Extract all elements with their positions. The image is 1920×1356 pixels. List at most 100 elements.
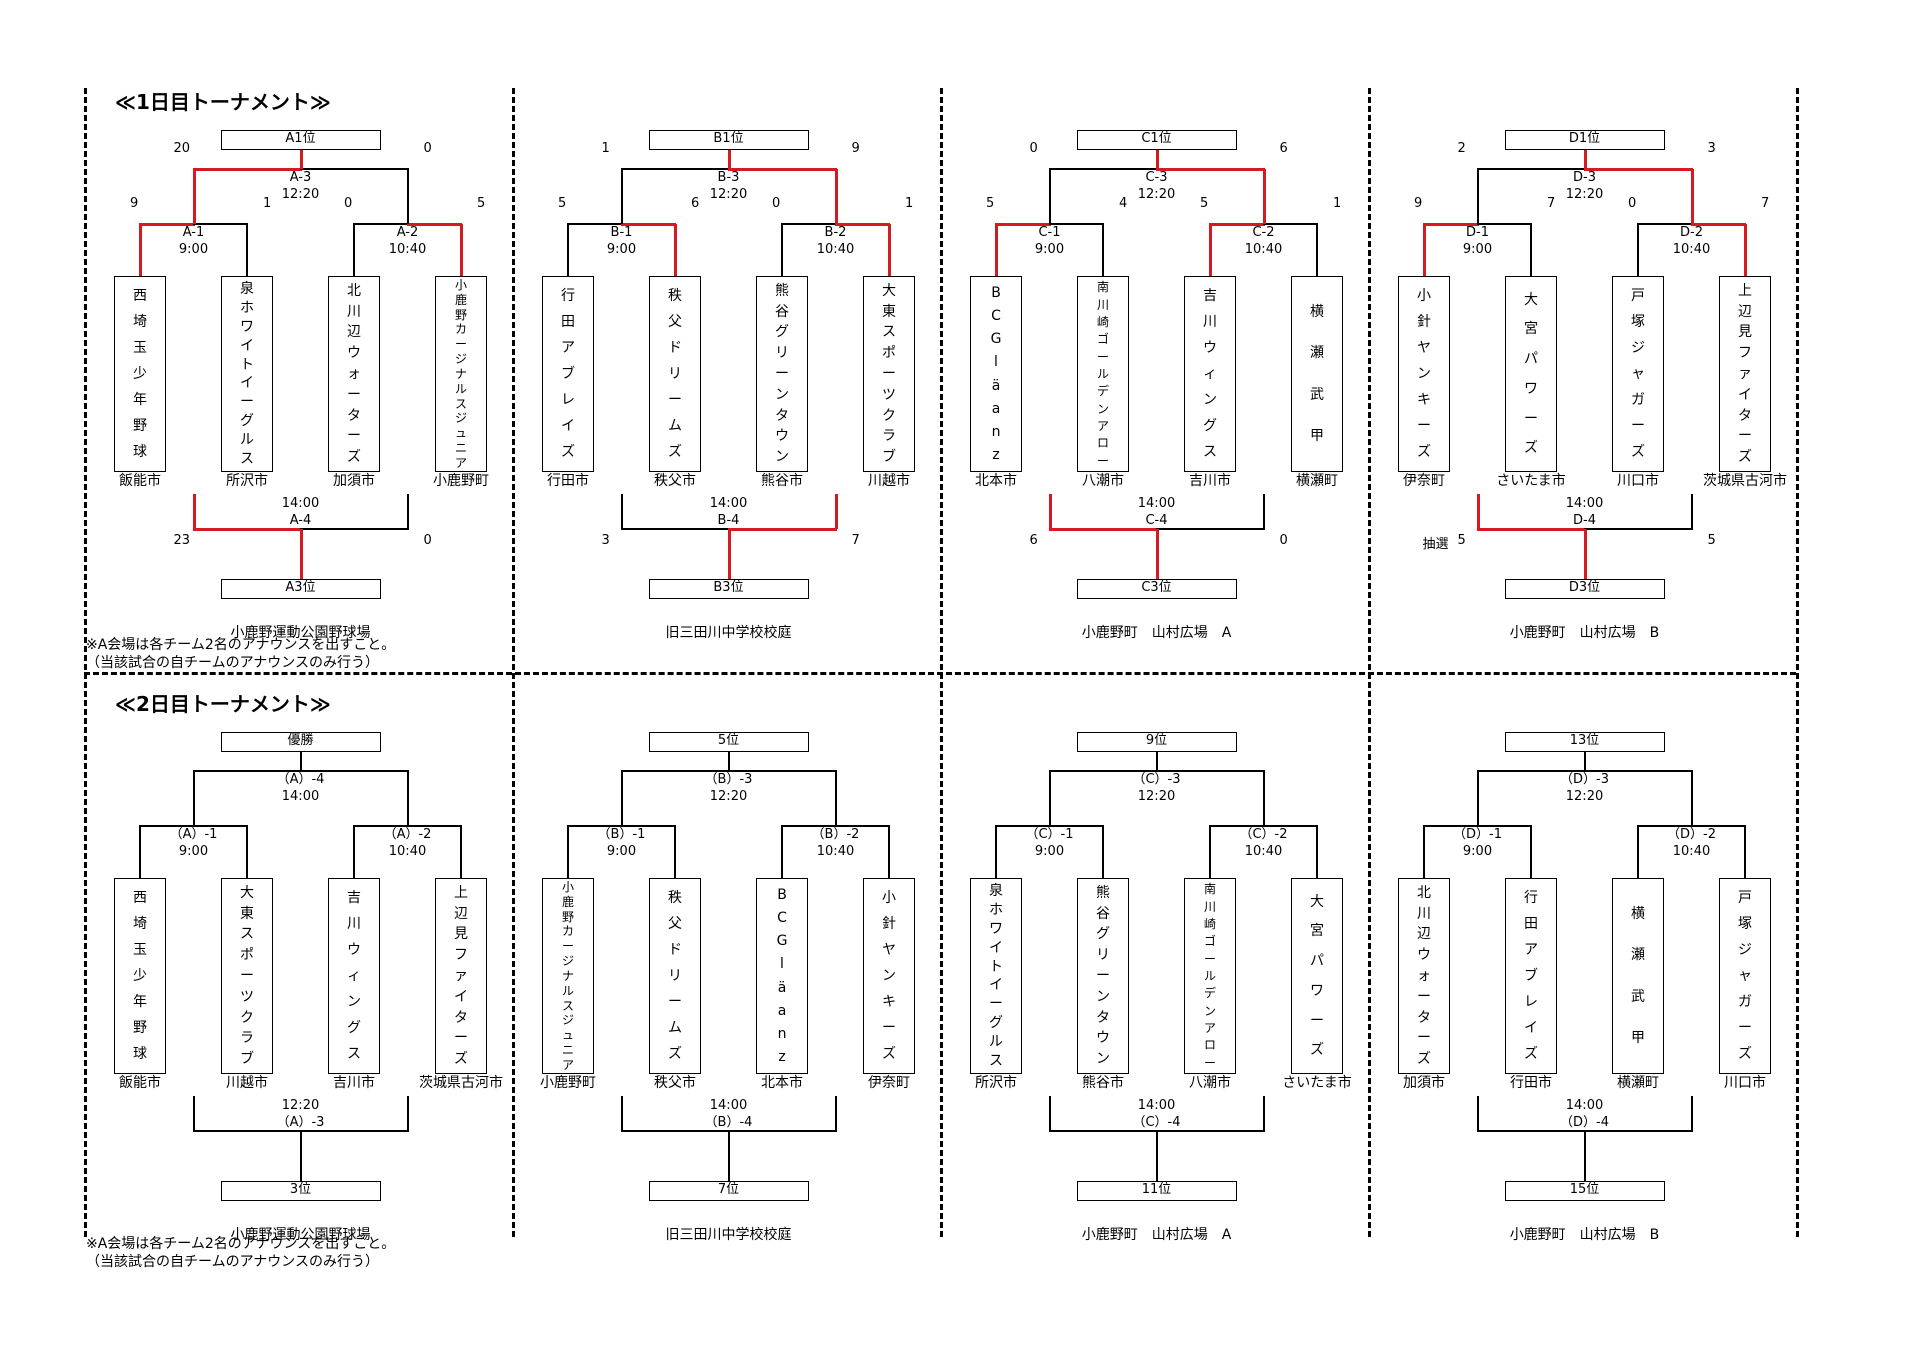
bracket-line <box>406 1096 409 1131</box>
team-name: 北川辺ウォーターズ <box>1417 884 1431 1068</box>
bracket-line <box>567 224 569 276</box>
team-name: 大東スポーツクラブ <box>240 884 254 1068</box>
bracket-line <box>1048 771 1051 826</box>
day1-team-box: 横瀬武甲 <box>1291 276 1343 472</box>
bracket-line <box>1423 224 1426 276</box>
bracket-line <box>1316 224 1318 276</box>
bracket-line <box>1209 826 1211 878</box>
bracket-line <box>1476 169 1479 224</box>
bracket-line <box>1048 223 1104 225</box>
day1-score: 20 <box>173 141 191 156</box>
day2-team-box: 西埼玉少年野球 <box>114 878 166 1074</box>
bracket-line <box>727 1131 730 1181</box>
bracket-line <box>1048 825 1104 827</box>
day2-team-box: 北川辺ウォーターズ <box>1398 878 1450 1074</box>
team-name: 秩父ドリームズ <box>668 890 682 1062</box>
day1-team-city: 茨城県古河市 <box>1703 473 1787 489</box>
day1-score: 1 <box>601 141 610 156</box>
day1-team-city: 北本市 <box>975 473 1017 489</box>
bracket-line <box>1690 1096 1693 1131</box>
day2-bracket-0-top-rank: 優勝 <box>220 732 381 752</box>
day2-match-time: 12:20 <box>709 789 748 804</box>
bracket-line <box>1262 1096 1265 1131</box>
bracket-line <box>620 494 623 529</box>
bracket-line <box>1155 1131 1158 1181</box>
day1-match-time: 12:20 <box>281 187 320 202</box>
day1-score: 7 <box>1761 196 1770 211</box>
bracket-line <box>567 825 623 827</box>
bracket-line <box>1476 825 1532 827</box>
team-name: 熊谷グリーンタウン <box>1096 884 1110 1068</box>
day2-match-label: （A）-4 <box>276 772 325 787</box>
divider-vertical <box>512 88 515 1237</box>
day1-match-label: A-3 <box>289 170 312 185</box>
bracket-line <box>1583 528 1693 530</box>
bracket-line <box>192 528 302 531</box>
day1-score: 23 <box>173 533 191 548</box>
day1-bracket-0-bottom-rank: A3位 <box>220 579 381 599</box>
day1-team-city: 小鹿野町 <box>433 473 489 489</box>
day2-team-city: 吉川市 <box>333 1075 375 1091</box>
day2-match-label: （D）-2 <box>1667 827 1716 842</box>
day2-team-box: 小針ヤンキーズ <box>863 878 915 1074</box>
day1-match-label: B-1 <box>610 225 633 240</box>
bracket-line <box>888 224 891 276</box>
bracket-line <box>192 770 302 772</box>
bracket-line <box>1423 825 1479 827</box>
bracket-line <box>674 826 676 878</box>
divider-vertical <box>1368 88 1371 1237</box>
team-name: 吉川ウィングス <box>347 890 361 1062</box>
day1-match-label: C-4 <box>1145 513 1168 528</box>
bracket-line <box>834 1096 837 1131</box>
day1-match-label: B-3 <box>717 170 740 185</box>
day2-match-label: （A）-3 <box>276 1115 325 1130</box>
bracket-line <box>1637 224 1639 276</box>
day1-score: 5 <box>1707 533 1716 548</box>
day1-score: 1 <box>263 196 272 211</box>
bracket-line <box>1476 168 1586 170</box>
day1-team-box: 戸塚ジャガーズ <box>1612 276 1664 472</box>
day1-team-city: 吉川市 <box>1189 473 1231 489</box>
bracket-line <box>995 826 997 878</box>
day1-score: 5 <box>558 196 567 211</box>
bracket-line <box>1048 770 1158 772</box>
day2-team-box: 泉ホワイトイーグルス <box>970 878 1022 1074</box>
team-name: 小鹿野カージナルスジュニア <box>561 879 574 1072</box>
bracket-line <box>727 150 731 169</box>
bracket-line <box>781 224 783 276</box>
day1-score: 5 <box>1457 533 1466 548</box>
bracket-line <box>1048 1096 1051 1131</box>
bracket-line <box>1155 150 1159 169</box>
day2-match-time: 9:00 <box>178 844 209 859</box>
bracket-line <box>299 1131 302 1181</box>
day1-match-time: 14:00 <box>1137 496 1176 511</box>
team-name: 泉ホワイトイーグルス <box>240 280 254 468</box>
day1-match-label: D-3 <box>1573 170 1596 185</box>
bracket-line <box>888 826 890 878</box>
bracket-line <box>1583 150 1587 169</box>
day2-match-label: （B）-3 <box>704 772 753 787</box>
bracket-line <box>1155 752 1158 771</box>
day2-team-city: さいたま市 <box>1282 1075 1352 1091</box>
bracket-line <box>246 826 248 878</box>
team-name: 秩父ドリームズ <box>668 288 682 460</box>
day1-match-label: C-1 <box>1038 225 1061 240</box>
day1-bracket-3-bottom-rank: D3位 <box>1504 579 1665 599</box>
day1-match-time: 9:00 <box>178 242 209 257</box>
day2-match-time: 12:20 <box>281 1098 320 1113</box>
bracket-line <box>1583 752 1586 771</box>
day1-team-city: 行田市 <box>547 473 589 489</box>
bracket-line <box>1583 1131 1586 1181</box>
day2-team-city: 行田市 <box>1510 1075 1552 1091</box>
day1-team-city: 秩父市 <box>654 473 696 489</box>
bracket-line <box>620 1130 730 1132</box>
day1-score: 0 <box>1628 196 1637 211</box>
team-name: 小針ヤンキーズ <box>882 890 896 1062</box>
day2-title: ≪2日目トーナメント≫ <box>115 692 331 716</box>
bracket-line <box>299 1130 409 1132</box>
bracket-line <box>620 169 623 224</box>
day1-match-time: 12:20 <box>709 187 748 202</box>
day2-team-city: 加須市 <box>1403 1075 1445 1091</box>
bracket-line <box>620 168 730 170</box>
